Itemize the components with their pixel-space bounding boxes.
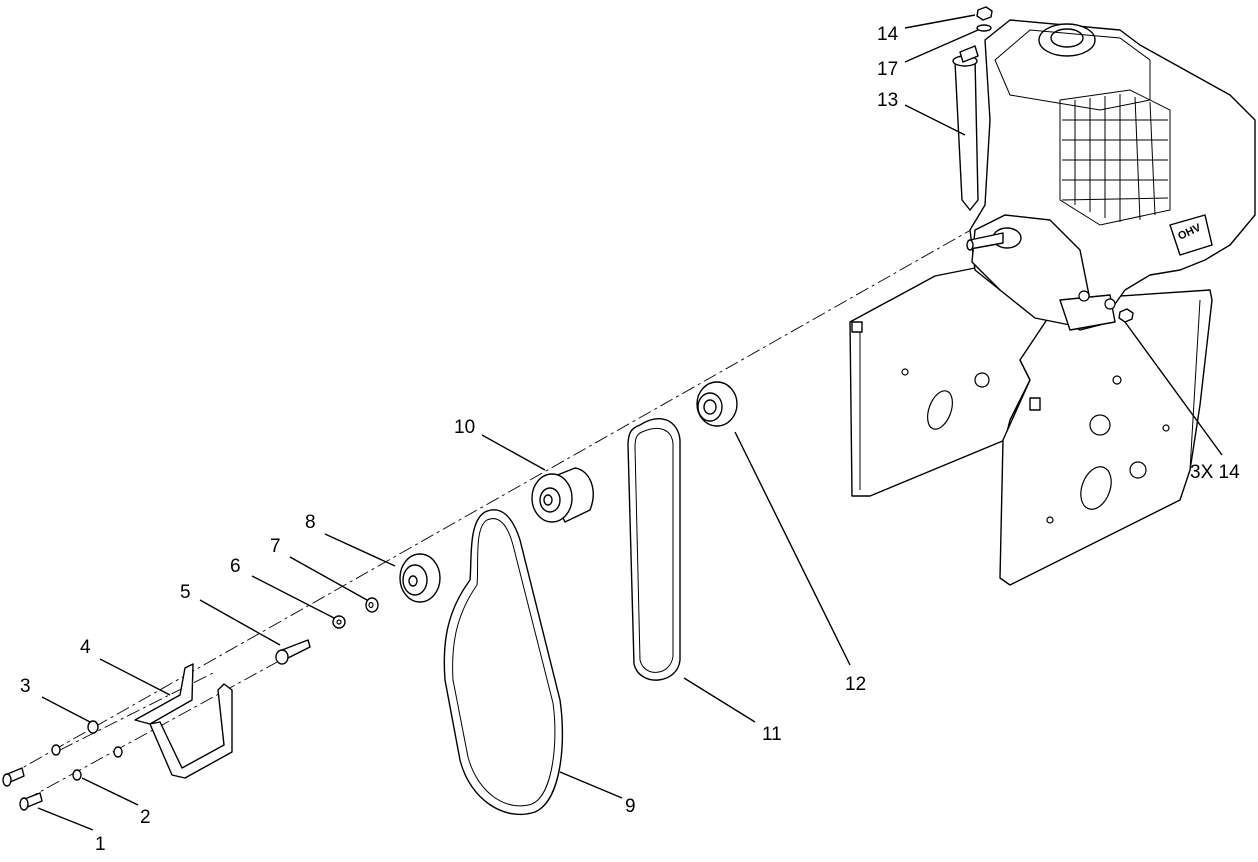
belt-11-outer [627,418,681,681]
belt-11 [627,418,681,681]
leader-3x14 [1124,321,1223,456]
frame-right-panel [999,289,1213,586]
leader-3 [41,696,91,723]
callout-4: 4 [80,637,91,658]
callout-5: 5 [180,582,191,603]
leader-4 [99,658,171,696]
leader-14-top [904,14,976,29]
bolt-5-head [275,649,289,665]
callout-8: 8 [305,512,316,533]
belt-11-inner [634,428,674,673]
frame-hole [1112,375,1122,385]
bracket-4 [134,663,233,779]
callout-1: 1 [95,834,106,855]
pulley-10 [531,467,594,523]
bolt-1-head [19,797,29,811]
leader-9 [559,771,623,799]
callout-2: 2 [140,807,151,828]
leader-lines [37,14,1223,831]
bolt-5 [275,639,311,665]
pulley-12-bore [703,399,717,415]
idler-8 [399,553,441,603]
engine-mount-bolt [1104,298,1116,310]
pulley-10-bore [543,494,553,506]
nut-14-mount [1118,308,1134,323]
frame-tab [851,321,863,333]
callout-11: 11 [762,724,782,745]
leader-11 [683,677,756,723]
bracket-4-arm-lower [149,683,233,779]
washer-17 [976,24,992,32]
frame-hole [1046,516,1054,524]
engine-badge-plate [1169,214,1213,256]
nut [113,746,123,758]
muffler-guard [1059,89,1171,226]
cap-bracket [959,45,979,63]
frame-hole-center [1089,414,1111,436]
washer-3 [87,720,99,734]
frame-slot-right [1080,466,1112,510]
callout-14: 14 [877,24,899,45]
callout-9: 9 [625,796,636,817]
belt-9 [443,509,564,816]
frame-boss-right [1129,461,1147,479]
washer [51,744,61,756]
frame-slot-left [927,390,953,430]
leader-10 [481,434,546,471]
belt-9-inner [452,518,556,807]
pulley-12 [696,381,738,427]
frame-edges [859,299,1201,490]
belt-9-outer [443,509,564,816]
fuel-cap-inner [1050,28,1084,48]
leader-2 [81,777,139,806]
leader-7 [289,556,368,601]
engine: OHV [952,19,1256,331]
leader-8 [324,533,396,567]
washer-7-hole [368,601,374,609]
leader-12 [734,431,851,666]
nut-2 [72,769,82,781]
small-hardware [2,720,123,811]
callout-13: 13 [877,90,898,111]
frame-plate [849,259,1213,586]
bracket-4-arm-upper [134,663,194,725]
callout-7: 7 [270,536,281,557]
callout-10: 10 [454,417,475,438]
leader-5 [199,599,281,646]
frame-hole [901,368,909,376]
dipstick-tube [954,57,979,211]
nut-14 [976,6,993,21]
washer-6-hole [336,619,342,625]
bolt-1-upper-head [2,773,12,787]
callout-6: 6 [230,556,241,577]
callout-12: 12 [845,674,866,695]
callout-3x14: 3X 14 [1190,462,1240,483]
engine-mount-foot [1059,294,1116,331]
callout-labels: 1 2 3 4 5 6 7 8 9 10 11 12 13 14 17 3X 1… [20,24,1240,855]
leader-13 [904,104,966,136]
leader-17 [904,29,979,63]
fuel-tank-outline [994,29,1151,111]
top-nut-and-washer [959,6,993,63]
main-axis-line [7,221,986,777]
leader-6 [251,575,335,619]
idler-8-bore [408,575,418,587]
crankshaft-end [966,239,974,251]
frame-hole [1162,424,1170,432]
frame-boss-left [974,372,990,388]
leader-1 [37,807,94,831]
callout-17: 17 [877,59,898,80]
frame-tab [1029,397,1041,411]
engine-mount-bolt [1078,290,1090,302]
callout-3: 3 [20,676,31,697]
